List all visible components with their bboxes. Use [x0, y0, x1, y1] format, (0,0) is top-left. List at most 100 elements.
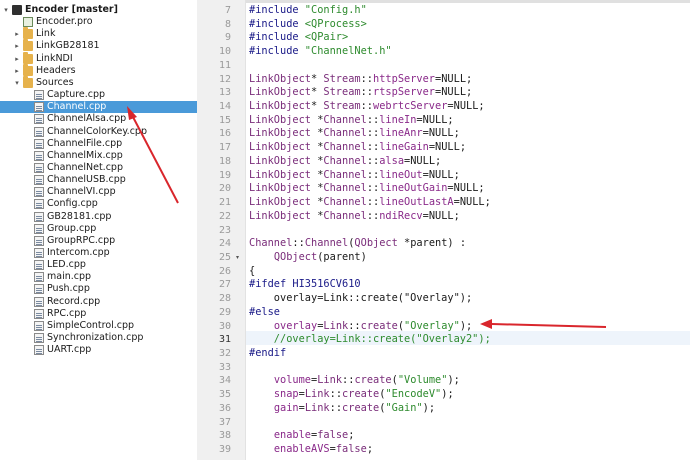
cpp-file-icon: [34, 187, 44, 198]
code-line[interactable]: overlay=Link::create("Overlay");: [249, 292, 689, 306]
code-token: Channel: [323, 168, 367, 181]
code-line[interactable]: LinkObject* Stream::webrtcServer=NULL;: [249, 100, 689, 114]
code-token: =NULL;: [422, 209, 460, 222]
tree-item[interactable]: ChannelFile.cpp: [0, 138, 197, 150]
tree-item-label: RPC.cpp: [47, 307, 87, 319]
code-line[interactable]: #include "Config.h": [249, 4, 689, 18]
tree-item[interactable]: Capture.cpp: [0, 89, 197, 101]
line-number-gutter: [197, 0, 246, 460]
tree-item[interactable]: ChannelNet.cpp: [0, 162, 197, 174]
tree-item[interactable]: ChannelVI.cpp: [0, 186, 197, 198]
code-line[interactable]: LinkObject *Channel::lineGain=NULL;: [249, 141, 689, 155]
tree-item[interactable]: main.cpp: [0, 271, 197, 283]
tree-item[interactable]: Synchronization.cpp: [0, 332, 197, 344]
tree-item[interactable]: Group.cpp: [0, 223, 197, 235]
tree-item[interactable]: Intercom.cpp: [0, 247, 197, 259]
code-line[interactable]: Channel::Channel(QObject *parent) :: [249, 237, 689, 251]
cpp-file-icon: [34, 223, 44, 234]
code-line[interactable]: enable=false;: [249, 429, 689, 443]
code-line[interactable]: LinkObject *Channel::lineOutGain=NULL;: [249, 182, 689, 196]
line-number: 36: [218, 402, 231, 414]
tree-item[interactable]: Record.cpp: [0, 296, 197, 308]
tree-item[interactable]: LED.cpp: [0, 259, 197, 271]
code-token: gain: [273, 401, 299, 414]
code-line[interactable]: #include "ChannelNet.h": [249, 45, 689, 59]
tree-item[interactable]: ▸Headers: [0, 63, 197, 77]
tree-item[interactable]: UART.cpp: [0, 344, 197, 356]
code-line[interactable]: {: [249, 265, 689, 279]
code-line[interactable]: LinkObject* Stream::rtspServer=NULL;: [249, 86, 689, 100]
tree-item[interactable]: ChannelUSB.cpp: [0, 174, 197, 186]
line-number: 23: [218, 224, 231, 236]
tree-item[interactable]: ChannelMix.cpp: [0, 150, 197, 162]
cpp-file-icon: [34, 272, 44, 283]
chevron-right-icon[interactable]: ▸: [15, 54, 19, 63]
tree-item[interactable]: GB28181.cpp: [0, 211, 197, 223]
cpp-file-icon: [34, 162, 44, 173]
code-line[interactable]: snap=Link::create("EncodeV");: [249, 388, 689, 402]
code-token: (: [391, 374, 398, 387]
tree-item[interactable]: RPC.cpp: [0, 308, 197, 320]
code-token: =: [311, 429, 318, 442]
tree-item[interactable]: Channel.cpp: [0, 101, 197, 114]
line-number: 33: [218, 361, 231, 373]
code-token: QObject: [354, 237, 398, 250]
tree-item[interactable]: Encoder.pro: [0, 16, 197, 28]
tree-item[interactable]: ▾Encoder [master]: [0, 4, 197, 16]
code-line[interactable]: overlay=Link::create("Overlay");: [249, 320, 689, 334]
tree-item[interactable]: ChannelAlsa.cpp: [0, 113, 197, 125]
code-line[interactable]: volume=Link::create("Volume");: [249, 374, 689, 388]
code-line[interactable]: QObject(parent): [249, 251, 689, 265]
tree-item[interactable]: ChannelColorKey.cpp: [0, 126, 197, 138]
code-token: (parent): [317, 250, 367, 263]
tree-item[interactable]: SimpleControl.cpp: [0, 320, 197, 332]
tree-item[interactable]: ▾Sources: [0, 75, 197, 89]
code-line[interactable]: //overlay=Link::create("Overlay2");: [249, 333, 689, 347]
code-line[interactable]: LinkObject *Channel::ndiRecv=NULL;: [249, 210, 689, 224]
chevron-right-icon[interactable]: ▸: [15, 42, 19, 51]
tree-item[interactable]: ▸LinkNDI: [0, 51, 197, 65]
code-line[interactable]: #ifdef HI3516CV610: [249, 278, 689, 292]
code-token: create: [354, 374, 392, 387]
code-line[interactable]: LinkObject *Channel::lineAnr=NULL;: [249, 127, 689, 141]
code-token: Stream: [323, 100, 361, 113]
tree-item[interactable]: Config.cpp: [0, 198, 197, 210]
code-line[interactable]: LinkObject *Channel::lineOutLastA=NULL;: [249, 196, 689, 210]
code-line[interactable]: LinkObject *Channel::alsa=NULL;: [249, 155, 689, 169]
tree-item[interactable]: ▸Link: [0, 27, 197, 40]
code-line[interactable]: LinkObject* Stream::httpServer=NULL;: [249, 73, 689, 87]
code-token: ::: [366, 141, 380, 154]
line-number: 16: [218, 128, 231, 140]
chevron-down-icon[interactable]: ▾: [15, 78, 19, 87]
tree-item-label: ChannelUSB.cpp: [47, 174, 126, 186]
code-line[interactable]: gain=Link::create("Gain");: [249, 402, 689, 416]
fold-marker-icon[interactable]: ▾: [236, 253, 240, 261]
code-token: #ifdef HI3516CV610: [249, 278, 361, 291]
code-line[interactable]: LinkObject *Channel::lineIn=NULL;: [249, 114, 689, 128]
tree-item[interactable]: Push.cpp: [0, 283, 197, 295]
cpp-file-icon: [34, 284, 44, 295]
chevron-right-icon[interactable]: ▸: [15, 30, 19, 39]
line-number: 15: [218, 114, 231, 126]
tree-item-label: GB28181.cpp: [47, 210, 112, 222]
code-line[interactable]: #include <QPair>: [249, 31, 689, 45]
code-token: lineOutLastA: [379, 196, 454, 209]
code-line[interactable]: #endif: [249, 347, 689, 361]
line-number: 8: [224, 18, 231, 30]
code-token: Channel: [304, 237, 349, 250]
line-number: 9: [224, 32, 231, 44]
tree-item[interactable]: ▸LinkGB28181: [0, 39, 197, 52]
code-token: snap: [273, 388, 299, 401]
code-token: #include: [249, 45, 305, 58]
chevron-down-icon[interactable]: ▾: [4, 6, 8, 14]
cpp-file-icon: [34, 199, 44, 210]
code-line[interactable]: #include <QProcess>: [249, 18, 689, 32]
tree-item[interactable]: GroupRPC.cpp: [0, 235, 197, 247]
code-line[interactable]: enableAVS=false;: [249, 443, 689, 457]
cpp-file-icon: [34, 260, 44, 271]
code-token: Channel: [323, 182, 367, 195]
chevron-right-icon[interactable]: ▸: [15, 66, 19, 75]
code-line[interactable]: LinkObject *Channel::lineOut=NULL;: [249, 169, 689, 183]
code-line[interactable]: #else: [249, 306, 689, 320]
line-number: 34: [218, 375, 231, 387]
